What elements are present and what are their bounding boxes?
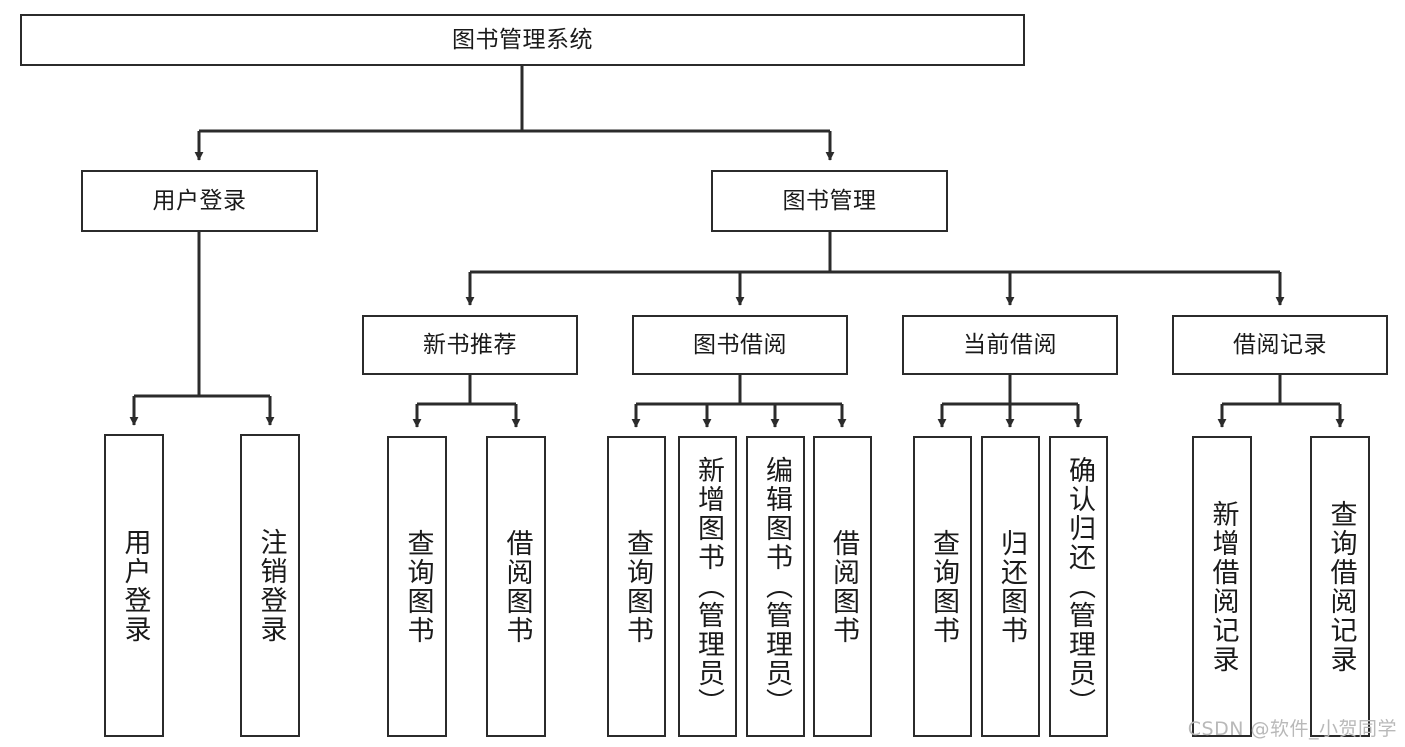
node-book-borrow-label: 图书借阅	[693, 331, 787, 358]
node-leaf-query-book-2-label: 查询图书	[621, 528, 653, 645]
node-leaf-confirm-return[interactable]: 确认归还（管理员）	[1049, 436, 1108, 737]
node-leaf-logout-label: 注销登录	[255, 527, 287, 644]
node-leaf-add-book-label: 新增图书（管理员）	[692, 456, 724, 717]
node-user-login[interactable]: 用户登录	[81, 170, 318, 232]
node-book-manage[interactable]: 图书管理	[711, 170, 948, 232]
node-leaf-add-record-label: 新增借阅记录	[1207, 499, 1239, 674]
node-current-borrow[interactable]: 当前借阅	[902, 315, 1118, 375]
node-leaf-query-record[interactable]: 查询借阅记录	[1310, 436, 1370, 737]
node-borrow-record[interactable]: 借阅记录	[1172, 315, 1388, 375]
node-leaf-borrow-book-2-label: 借阅图书	[827, 528, 859, 645]
node-leaf-user-login-label: 用户登录	[119, 527, 151, 644]
node-book-manage-label: 图书管理	[782, 187, 877, 214]
node-leaf-edit-book[interactable]: 编辑图书（管理员）	[746, 436, 805, 737]
node-root-label: 图书管理系统	[452, 26, 593, 53]
node-leaf-query-book-1[interactable]: 查询图书	[387, 436, 447, 737]
node-leaf-add-book[interactable]: 新增图书（管理员）	[678, 436, 737, 737]
node-leaf-query-record-label: 查询借阅记录	[1325, 499, 1357, 674]
node-leaf-return-book-label: 归还图书	[995, 528, 1027, 645]
node-leaf-user-login[interactable]: 用户登录	[104, 434, 164, 737]
node-new-book-recommend-label: 新书推荐	[423, 331, 517, 358]
node-book-borrow[interactable]: 图书借阅	[632, 315, 848, 375]
node-user-login-label: 用户登录	[152, 187, 247, 214]
node-leaf-query-book-1-label: 查询图书	[402, 528, 434, 645]
node-root[interactable]: 图书管理系统	[20, 14, 1025, 66]
node-leaf-confirm-return-label: 确认归还（管理员）	[1063, 456, 1095, 717]
node-new-book-recommend[interactable]: 新书推荐	[362, 315, 578, 375]
node-leaf-borrow-book-1[interactable]: 借阅图书	[486, 436, 546, 737]
node-leaf-query-book-3[interactable]: 查询图书	[913, 436, 972, 737]
node-current-borrow-label: 当前借阅	[963, 331, 1057, 358]
node-leaf-query-book-3-label: 查询图书	[927, 528, 959, 645]
node-leaf-logout[interactable]: 注销登录	[240, 434, 300, 737]
node-leaf-borrow-book-2[interactable]: 借阅图书	[813, 436, 872, 737]
node-leaf-edit-book-label: 编辑图书（管理员）	[760, 456, 792, 717]
node-leaf-query-book-2[interactable]: 查询图书	[607, 436, 666, 737]
node-borrow-record-label: 借阅记录	[1233, 331, 1327, 358]
node-leaf-borrow-book-1-label: 借阅图书	[501, 528, 533, 645]
node-leaf-add-record[interactable]: 新增借阅记录	[1192, 436, 1252, 737]
node-leaf-return-book[interactable]: 归还图书	[981, 436, 1040, 737]
